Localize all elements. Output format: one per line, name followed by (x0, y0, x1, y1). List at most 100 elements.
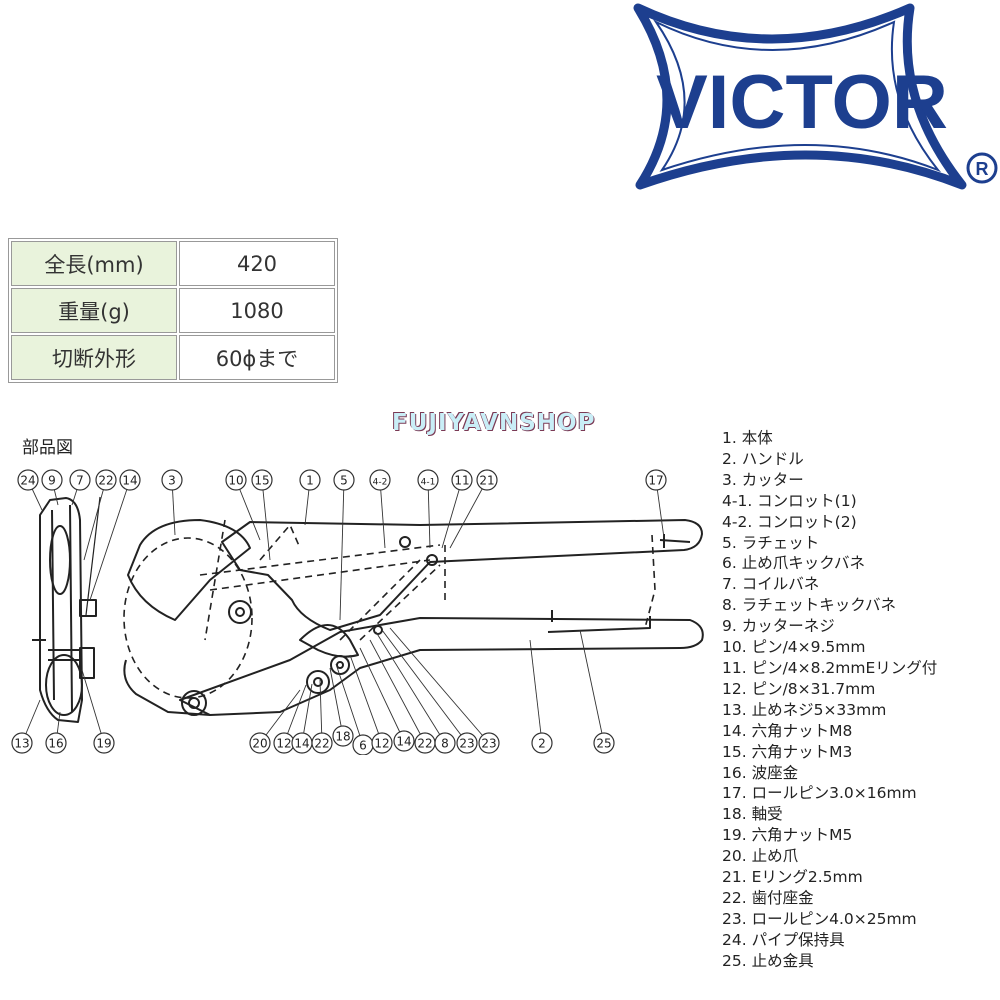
callout-label: 25 (596, 737, 611, 751)
spec-value: 420 (179, 241, 335, 286)
callout-bottom: 19 (93, 732, 115, 754)
callout-label: 16 (48, 737, 63, 751)
callout-label: 17 (648, 474, 663, 488)
spec-row: 全長(mm) 420 (11, 241, 335, 286)
callout-leader (259, 689, 301, 744)
callout-leader (329, 667, 344, 737)
callout-label: 14 (122, 474, 137, 488)
spec-label: 全長(mm) (11, 241, 177, 286)
spec-value: 60ϕまで (179, 335, 335, 380)
parts-list-item: 12. ピン/8×31.7mm (722, 679, 876, 698)
callout-leader (369, 639, 426, 744)
callout-leader (449, 479, 488, 549)
callout-circle (451, 469, 473, 491)
callout-circle (161, 469, 183, 491)
callout-circle (119, 469, 141, 491)
parts-list-item: 9. カッターネジ (722, 617, 835, 636)
logo-badge-outline (633, 3, 967, 190)
callout-label: 19 (96, 737, 111, 751)
logo-wordmark: VICTOR (656, 60, 948, 145)
callout-top: 9 (41, 469, 63, 491)
callout-label: 12 (374, 737, 389, 751)
callout-label: 5 (340, 474, 348, 488)
callout-bottom: 8 (434, 732, 456, 754)
callout-leader (349, 654, 383, 744)
callout-leader (427, 479, 431, 549)
parts-list-item: 15. 六角ナットM3 (722, 742, 853, 761)
side-view-drawing (32, 496, 101, 723)
callout-circle (11, 732, 33, 754)
callout-label: 24 (20, 474, 35, 488)
callout-label: 9 (48, 474, 56, 488)
spec-value: 1080 (179, 288, 335, 333)
spec-label: 重量(g) (11, 288, 177, 333)
callout-top: 11 (451, 469, 473, 491)
callout-bottom: 20 (249, 732, 271, 754)
callout-leader (89, 479, 131, 601)
victor-logo: VICTOR R (633, 3, 998, 190)
callout-circle (332, 725, 354, 747)
callout-circle (299, 469, 321, 491)
parts-list-item: 18. 軸受 (722, 805, 783, 824)
callout-label: 14 (294, 737, 309, 751)
callout-leader (359, 647, 405, 742)
callout-circle (225, 469, 247, 491)
callout-bottom: 23 (456, 732, 478, 754)
callout-circle (333, 469, 355, 491)
callout-label: 23 (481, 737, 496, 751)
callout-label: 12 (276, 737, 291, 751)
callout-bottom: 22 (414, 732, 436, 754)
callout-circle (371, 732, 393, 754)
parts-list-item: 3. カッター (722, 470, 804, 489)
callout-circle (93, 732, 115, 754)
callout-circle (456, 732, 478, 754)
callout-top: 4-2 (369, 469, 391, 491)
callout-circle (531, 732, 553, 754)
callout-leader (261, 479, 271, 561)
callout-label: 6 (359, 739, 367, 753)
callout-bottom: 14 (393, 730, 415, 752)
parts-list-item: 5. ラチェット (722, 533, 820, 552)
callout-circle (251, 469, 273, 491)
callout-label: 4-1 (421, 478, 436, 488)
parts-list-item: 14. 六角ナットM8 (722, 721, 853, 740)
callout-label: 11 (454, 474, 469, 488)
callout-top: 22 (95, 469, 117, 491)
callout-label: 14 (396, 735, 411, 749)
callout-bottom: 12 (273, 732, 295, 754)
registered-mark-circle (966, 152, 998, 184)
callout-circle (393, 730, 415, 752)
spec-row: 切断外形 60ϕまで (11, 335, 335, 380)
main-view-drawing (123, 519, 704, 716)
diagram-title: 部品図 (22, 438, 73, 458)
callout-bottom: 25 (593, 732, 615, 754)
callout-label: 22 (98, 474, 113, 488)
hidden-lines (123, 519, 656, 699)
callout-label: 13 (14, 737, 29, 751)
callout-label: 4-2 (373, 478, 388, 488)
spec-row: 重量(g) 1080 (11, 288, 335, 333)
callout-top: 14 (119, 469, 141, 491)
callout-leader (375, 631, 446, 744)
registered-mark: R (976, 159, 989, 179)
callout-bottom: 6 (352, 734, 374, 755)
parts-list-item: 8. ラチェットキックバネ (722, 596, 896, 615)
parts-list-item: 10. ピン/4×9.5mm (722, 638, 866, 657)
parts-list-item: 13. 止めネジ5×33mm (722, 700, 887, 719)
callout-bottom: 14 (291, 732, 313, 754)
callout-bottom: 2 (531, 732, 553, 754)
parts-list-item: 2. ハンドル (722, 449, 804, 468)
parts-list-item: 4-1. コンロット(1) (722, 491, 857, 510)
parts-list-item: 20. 止め爪 (722, 847, 799, 866)
callout-circle (45, 732, 67, 754)
parts-list-item: 24. パイプ保持具 (722, 930, 845, 949)
callout-top: 21 (476, 469, 498, 491)
parts-list-item: 1. 本体 (722, 429, 773, 447)
callout-circle (95, 469, 117, 491)
callout-circle (17, 469, 39, 491)
callout-circle (434, 732, 456, 754)
callout-label: 21 (479, 474, 494, 488)
callout-bottom: 22 (311, 732, 333, 754)
